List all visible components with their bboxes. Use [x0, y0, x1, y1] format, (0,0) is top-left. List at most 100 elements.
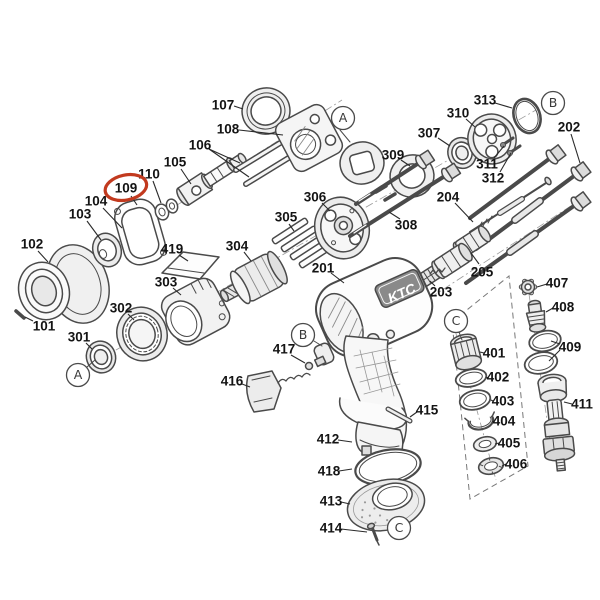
callout-a-0: A [330, 105, 356, 131]
part-label-107[interactable]: 107 [212, 98, 235, 113]
callout-circle [386, 515, 412, 541]
leader-line-403 [490, 399, 494, 402]
part-label-415[interactable]: 415 [416, 403, 439, 418]
part-label-406[interactable]: 406 [505, 457, 528, 472]
part-label-302[interactable]: 302 [110, 301, 133, 316]
part-305-drawing [271, 217, 336, 269]
part-label-413[interactable]: 413 [320, 494, 343, 509]
part-label-102[interactable]: 102 [21, 237, 44, 252]
part-label-303[interactable]: 303 [155, 275, 178, 290]
part-label-409[interactable]: 409 [559, 340, 582, 355]
callout-letter: C [452, 313, 461, 328]
callout-circle [290, 322, 316, 348]
leader-line-305 [288, 223, 295, 232]
part-label-307[interactable]: 307 [418, 126, 441, 141]
part-label-403[interactable]: 403 [492, 394, 515, 409]
callout-connectors [86, 331, 463, 368]
part-label-105[interactable]: 105 [164, 155, 187, 170]
part-label-313[interactable]: 313 [474, 93, 497, 108]
part-107-drawing [241, 87, 291, 135]
part-label-309[interactable]: 309 [382, 148, 405, 163]
leader-line-308 [388, 211, 401, 220]
part-label-101[interactable]: 101 [33, 319, 56, 334]
part-label-203[interactable]: 203 [430, 285, 453, 300]
callout-c-4: C [443, 308, 469, 334]
part-label-109[interactable]: 109 [115, 181, 138, 196]
part-label-202[interactable]: 202 [558, 120, 581, 135]
part-302-drawing [116, 306, 168, 362]
callout-letter: C [395, 520, 404, 535]
part-label-110[interactable]: 110 [138, 167, 160, 182]
detail-c-boundary [451, 275, 529, 500]
leader-line-107 [233, 105, 244, 110]
part-405-drawing [472, 435, 498, 453]
leader-line-108 [238, 129, 284, 136]
part-label-408[interactable]: 408 [552, 300, 575, 315]
part-402-drawing [454, 368, 488, 388]
leader-line-205 [470, 252, 480, 265]
part-label-417[interactable]: 417 [273, 342, 296, 357]
part-label-304[interactable]: 304 [226, 239, 249, 254]
callout-circle [540, 90, 566, 116]
part-label-401[interactable]: 401 [483, 346, 506, 361]
part-label-412[interactable]: 412 [317, 432, 340, 447]
leader-line-103 [86, 220, 102, 241]
part-label-311[interactable]: 311 [476, 157, 498, 172]
leader-line-201 [330, 272, 345, 284]
leader-line-106 [208, 148, 250, 178]
part-label-416[interactable]: 416 [221, 374, 244, 389]
part-308-drawing [348, 162, 462, 238]
part-label-305[interactable]: 305 [275, 210, 298, 225]
callout-letter: A [74, 367, 83, 382]
leader-line-304 [243, 251, 252, 262]
part-401-drawing [449, 333, 483, 371]
part-label-106[interactable]: 106 [189, 138, 212, 153]
part-label-312[interactable]: 312 [482, 171, 505, 186]
part-label-308[interactable]: 308 [395, 218, 418, 233]
part-303-drawing [160, 277, 231, 346]
leader-line-419 [178, 254, 189, 262]
leader-line-417 [290, 354, 306, 364]
leader-line-407 [536, 283, 548, 288]
part-label-405[interactable]: 405 [498, 436, 521, 451]
part-label-301[interactable]: 301 [68, 330, 91, 345]
leader-line-203 [429, 280, 436, 287]
part-label-411[interactable]: 411 [571, 397, 593, 412]
part-label-407[interactable]: 407 [546, 276, 569, 291]
leader-line-405 [494, 442, 500, 445]
part-label-404[interactable]: 404 [493, 414, 516, 429]
part-label-310[interactable]: 310 [447, 106, 470, 121]
part-101-drawing [14, 309, 26, 320]
part-label-418[interactable]: 418 [318, 464, 341, 479]
part-label-414[interactable]: 414 [320, 521, 343, 536]
part-418-drawing [354, 448, 422, 486]
part-label-419[interactable]: 419 [161, 242, 184, 257]
part-label-108[interactable]: 108 [217, 122, 240, 137]
callout-letter: B [549, 95, 558, 110]
part-416-drawing [245, 355, 327, 413]
leader-line-311 [493, 145, 505, 159]
part-label-204[interactable]: 204 [437, 190, 460, 205]
part-label-201[interactable]: 201 [312, 261, 335, 276]
part-label-402[interactable]: 402 [487, 370, 510, 385]
part-label-306[interactable]: 306 [304, 190, 327, 205]
leader-line-110 [152, 180, 162, 204]
part-413-drawing [346, 478, 426, 532]
part-204-drawing [469, 176, 552, 233]
part-label-104[interactable]: 104 [85, 194, 108, 209]
leader-line-404 [491, 420, 495, 423]
leader-line-102 [37, 250, 49, 263]
highlight-ring [103, 172, 149, 203]
leader-line-413 [340, 501, 351, 505]
callout-circle [443, 308, 469, 334]
leader-line-418 [338, 468, 353, 472]
part-label-103[interactable]: 103 [69, 207, 92, 222]
part-306-drawing [313, 184, 397, 260]
part-301-drawing [85, 340, 117, 374]
leader-line-105 [180, 168, 192, 185]
part-408-drawing [525, 299, 547, 333]
part-label-205[interactable]: 205 [471, 265, 494, 280]
part-105-drawing [176, 152, 247, 207]
leader-line-302 [127, 313, 135, 321]
part-409-drawing [523, 329, 562, 375]
